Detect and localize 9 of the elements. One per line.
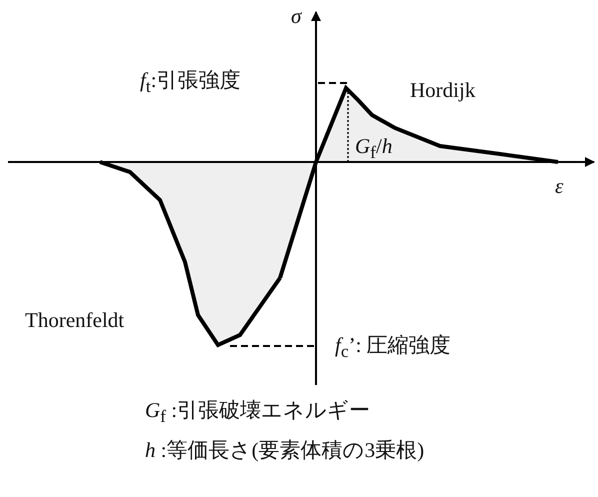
curve-name-label: Hordijk bbox=[410, 80, 476, 101]
legend-note: G$_{f}$ :引張破壊エネルギー bbox=[145, 400, 370, 426]
legend-note: h :等価長さ(要素体積の3乗根) bbox=[145, 440, 424, 461]
compressive-strength-label: f$_{c}$’: 圧縮強度 bbox=[335, 335, 451, 361]
axis-label: σ bbox=[291, 6, 302, 27]
fracture-energy-label: G$_{f}$/h bbox=[355, 136, 392, 162]
axis-label: ε bbox=[555, 176, 564, 197]
tensile-strength-label: f$_{t}$:引張強度 bbox=[140, 70, 241, 96]
curve-name-label: Thorenfeldt bbox=[25, 310, 124, 331]
